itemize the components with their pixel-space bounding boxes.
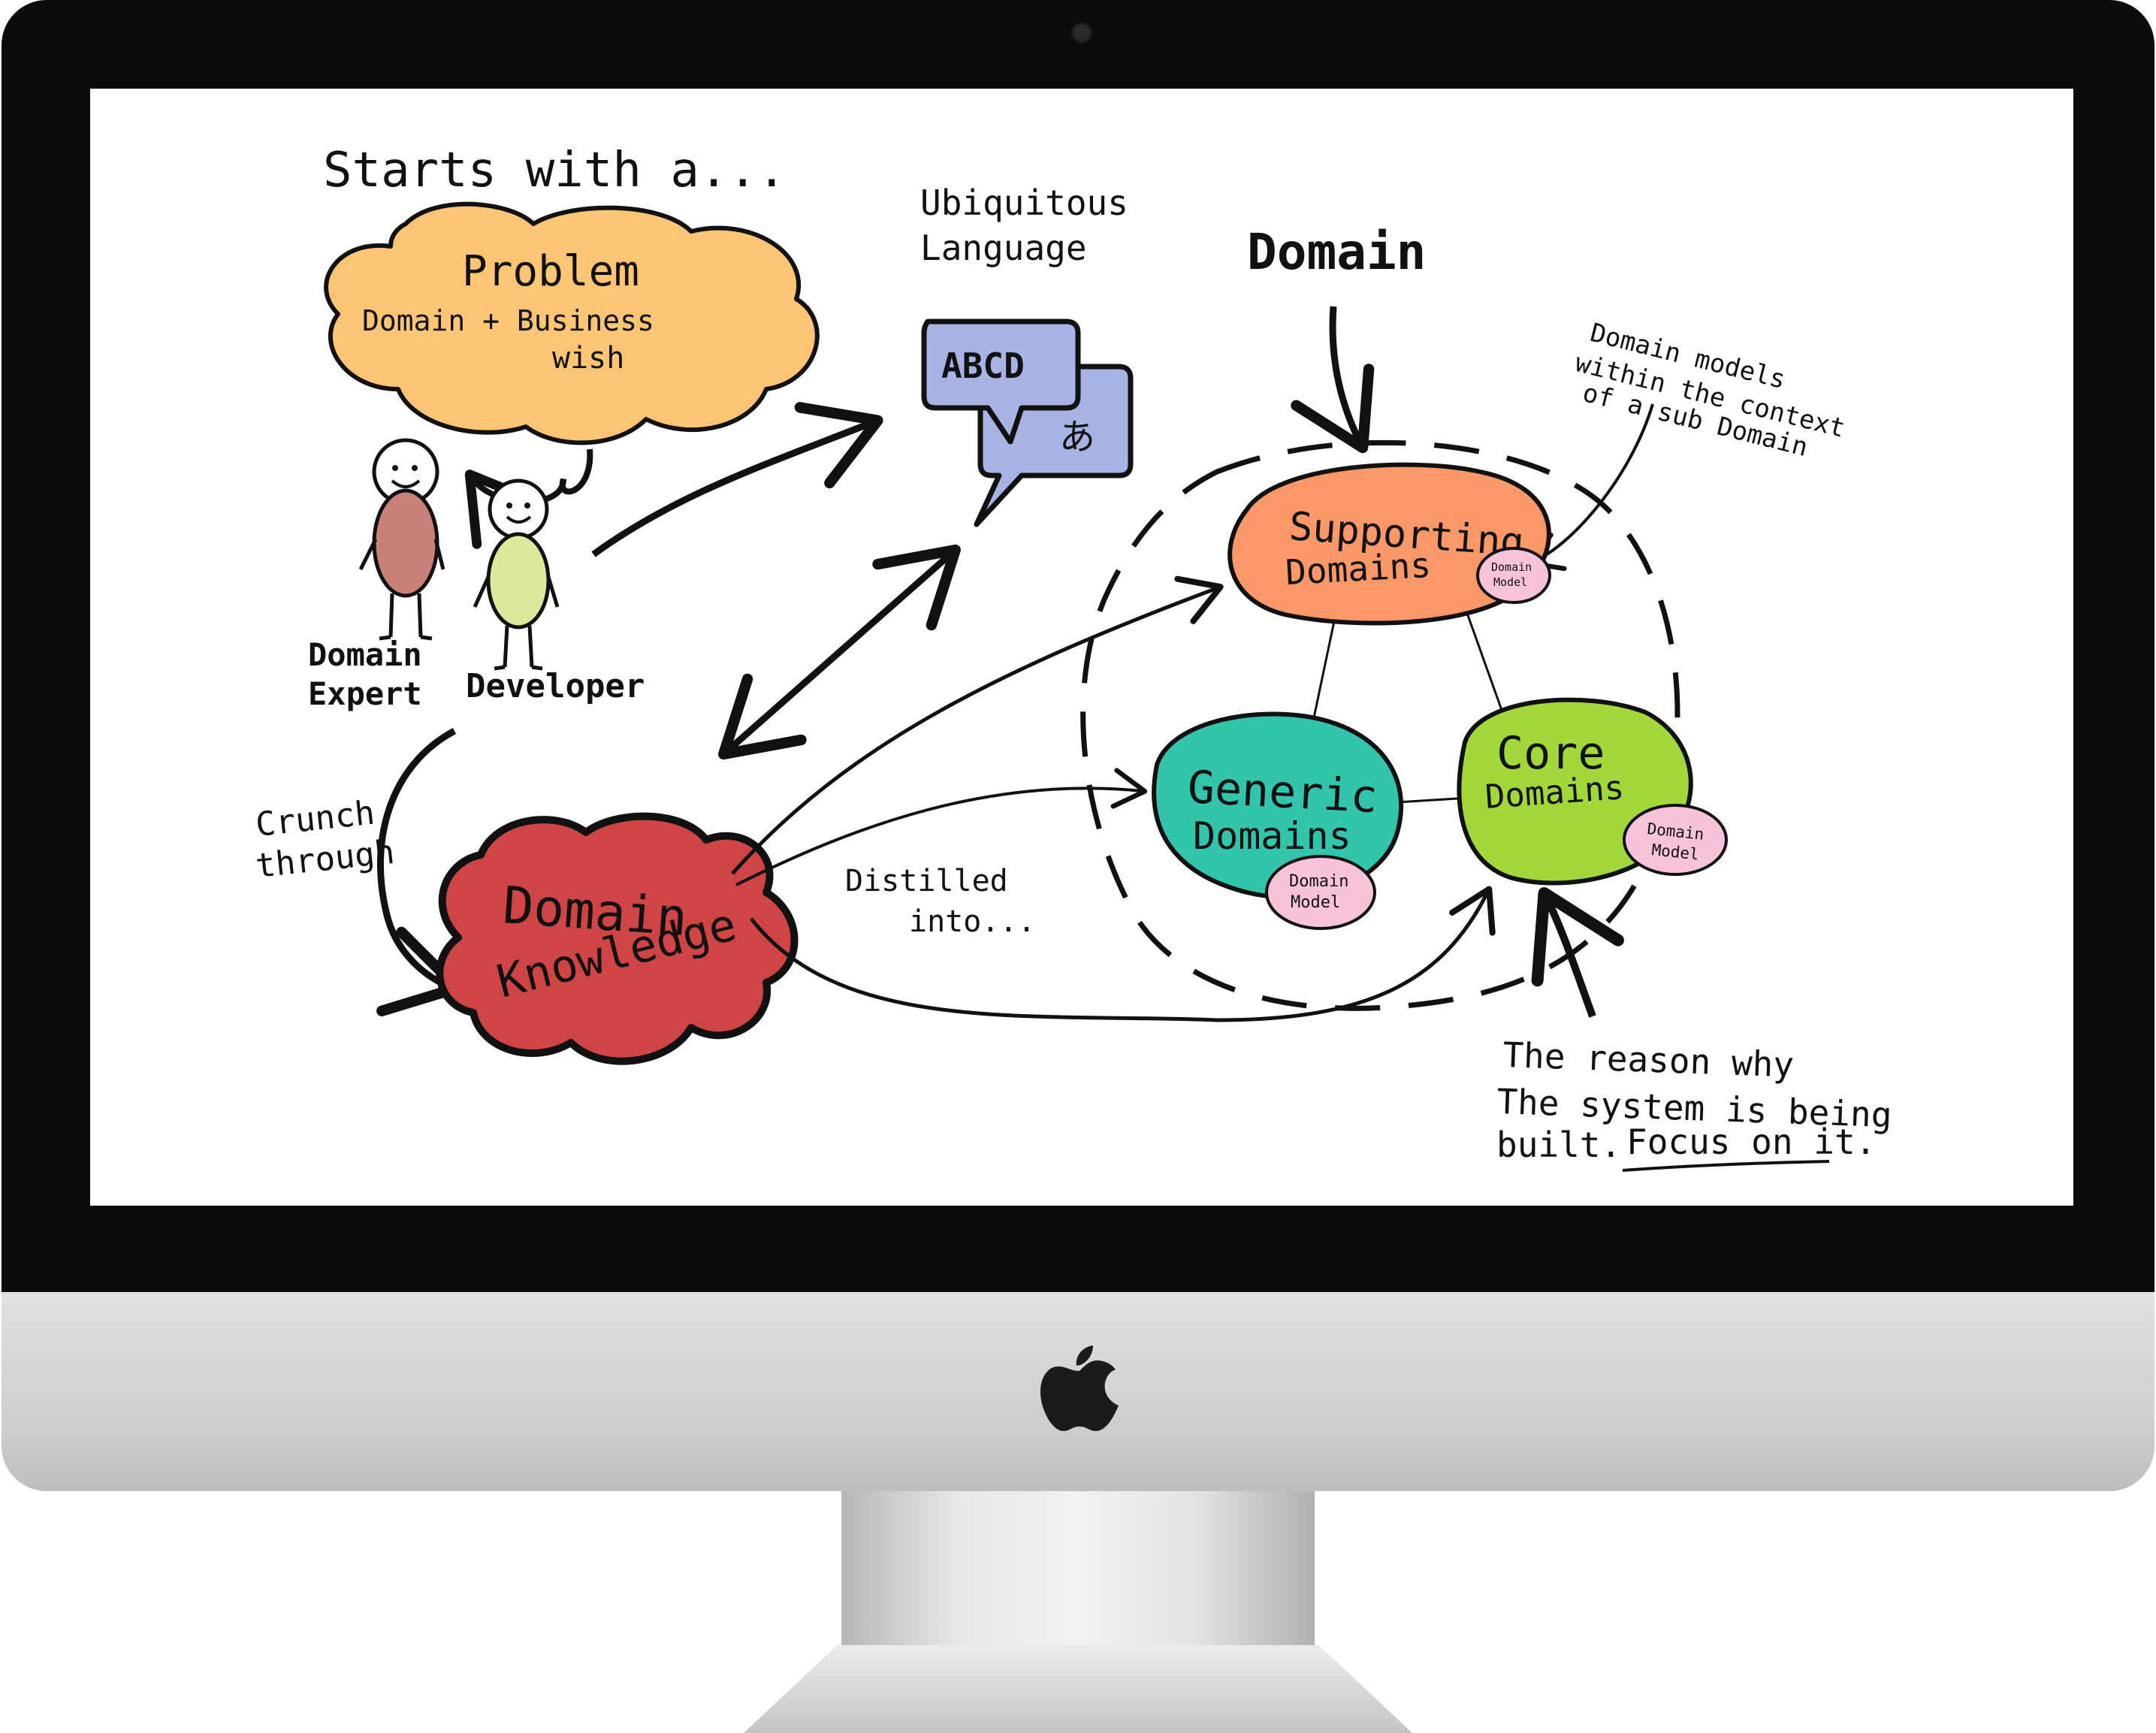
generic-core-link	[1397, 797, 1458, 804]
generic-model-badge-2: Model	[1291, 893, 1340, 912]
reason-line-3-prefix: built.	[1496, 1125, 1621, 1165]
problem-title: Problem	[462, 247, 639, 296]
generic-domains-blob: Generic Domains	[1152, 711, 1404, 899]
reason-line-3-emphasis: Focus on it.	[1626, 1122, 1876, 1162]
domain-boundary	[1080, 439, 1680, 1011]
developer-figure	[473, 479, 560, 671]
domain-title: Domain	[1247, 223, 1426, 281]
domain-expert-figure	[358, 438, 445, 641]
people-to-language-arrow	[591, 402, 883, 557]
domain-knowledge-cloud: Domain Knowledge	[436, 812, 799, 1065]
supporting-model-badge-2: Model	[1493, 575, 1527, 589]
domain-title-arrow	[1291, 306, 1375, 454]
stand-neck	[841, 1491, 1315, 1649]
ubiquitous-speech-bubbles: ABCD あ	[921, 319, 1134, 527]
ubiquitous-label-1: Ubiquitous	[920, 183, 1128, 223]
apple-logo-icon	[1040, 1345, 1119, 1431]
domain-expert-label-1: Domain	[308, 636, 422, 673]
generic-domains-label-1: Generic	[1186, 761, 1378, 823]
reason-arrow	[1531, 887, 1624, 1018]
ubiquitous-bubble-text: ABCD	[941, 346, 1025, 386]
distilled-label-2: into...	[909, 904, 1036, 939]
domain-expert-label-2: Expert	[308, 675, 422, 712]
problem-subtitle: Domain + Business	[362, 304, 654, 337]
core-domains-label-1: Core	[1496, 727, 1605, 780]
generic-domains-label-2: Domains	[1193, 814, 1351, 858]
ubiquitous-label-2: Language	[920, 228, 1087, 268]
generic-domain-model-badge: Domain Model	[1265, 855, 1376, 930]
starts-with-text: Starts with a...	[323, 143, 787, 198]
supporting-domain-model-badge: Domain Model	[1476, 547, 1551, 604]
supporting-domains-label-2: Domains	[1285, 545, 1432, 593]
core-reason-note: The reason why The system is being built…	[1496, 1034, 1892, 1172]
generic-model-badge-1: Domain	[1289, 872, 1348, 891]
supporting-core-link	[1463, 606, 1504, 713]
ubiquitous-bubble-glyph: あ	[1059, 416, 1095, 458]
distill-to-core-arrow	[750, 886, 1496, 1022]
problem-cloud: Problem Domain + Business wish	[324, 201, 820, 445]
domain-knowledge-label-1: Domain	[501, 876, 690, 948]
developer-label: Developer	[466, 667, 645, 705]
reason-line-1: The reason why	[1502, 1034, 1795, 1085]
knowledge-language-arrow	[718, 544, 961, 760]
stand-foot	[744, 1645, 1412, 1733]
problem-wish: wish	[552, 341, 624, 376]
crunch-through-arrow	[376, 728, 463, 1016]
ddd-diagram: Starts with a... Problem Domain + Busine…	[254, 143, 1892, 1172]
camera-icon	[1071, 23, 1092, 44]
distilled-label-1: Distilled	[845, 864, 1008, 898]
supporting-domains-blob: Supporting Domains	[1227, 462, 1551, 626]
distill-to-generic-arrow	[735, 768, 1148, 886]
distill-to-supporting-arrow	[731, 575, 1224, 875]
core-domain-model-badge: Domain Model	[1623, 804, 1728, 876]
screen: Starts with a... Problem Domain + Busine…	[90, 89, 2073, 1206]
supporting-model-badge-1: Domain	[1491, 560, 1532, 574]
focus-underline	[1622, 1160, 1830, 1172]
domain-models-note: Domain models within the context of a su…	[1572, 318, 1848, 463]
